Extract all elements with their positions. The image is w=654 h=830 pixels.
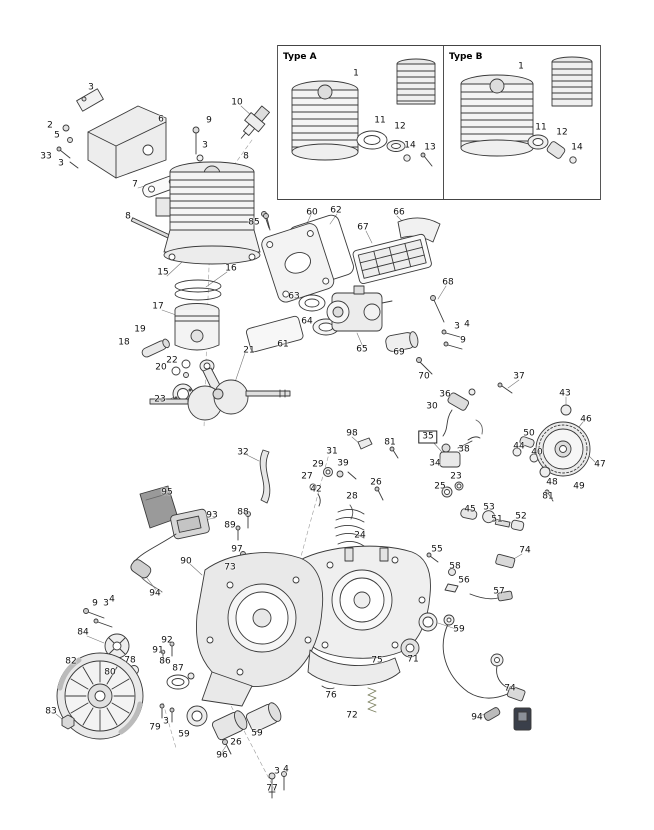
brake-band-cluster [259, 449, 464, 547]
spark-plug-boot [130, 559, 152, 579]
crankshaft-assembly [149, 359, 291, 421]
type-b-cylinder-assembly [460, 56, 593, 164]
inset-type-a-label: Type A [283, 52, 317, 62]
flywheel-group [56, 633, 195, 740]
carburetor-assembly [298, 285, 463, 375]
air-filter [352, 217, 441, 285]
wiring-harness [442, 614, 532, 731]
muffler-assembly [56, 88, 182, 198]
worm-gear-set [460, 508, 525, 531]
bottom-screws [268, 771, 287, 799]
spark-plug [240, 105, 270, 139]
piston-assembly [141, 279, 222, 378]
crankcase-assembly [196, 545, 438, 713]
inset-type-b-label: Type B [449, 52, 483, 62]
airbox-plates [246, 213, 354, 353]
type-a-cylinder-assembly [291, 58, 436, 167]
large-spring [334, 509, 365, 547]
wrist-pin [141, 338, 170, 358]
fuel-filter-and-lines [442, 382, 513, 441]
cylinder-assembly [155, 161, 270, 265]
bearing-and-drums [186, 702, 282, 755]
intake-manifold [385, 331, 419, 352]
clutch-assembly [512, 404, 591, 502]
oil-pump [357, 437, 473, 468]
chain-catcher-cluster [426, 552, 516, 602]
